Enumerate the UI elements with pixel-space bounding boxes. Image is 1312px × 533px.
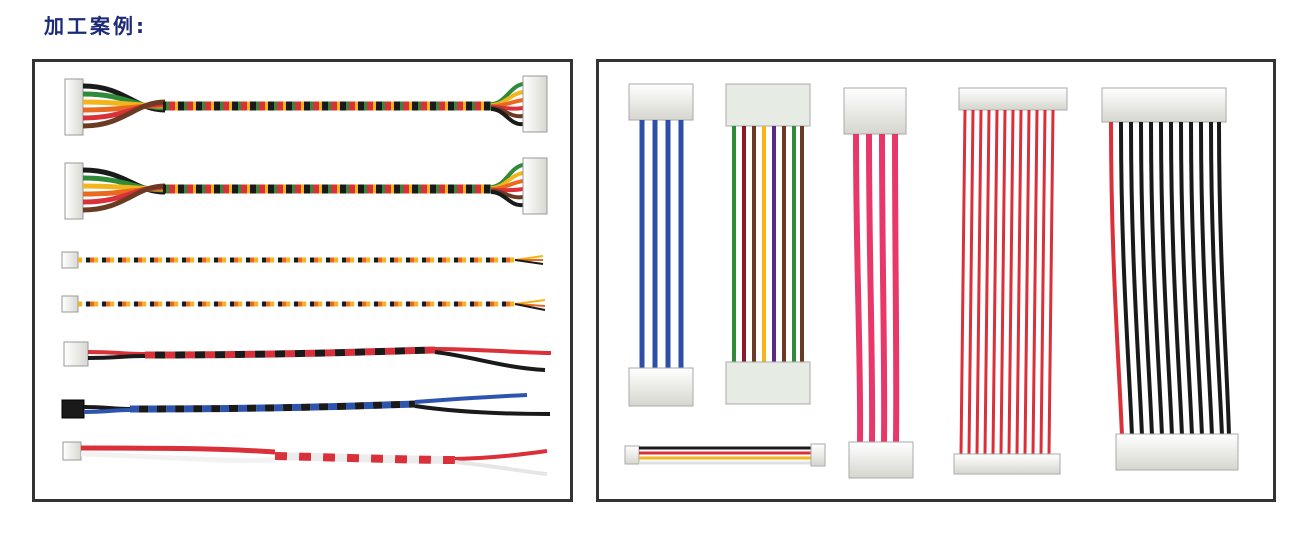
twisted-harness-photo (32, 59, 573, 502)
connector-top (628, 83, 694, 121)
connector-top (1101, 87, 1227, 123)
connector-left (64, 78, 84, 136)
connector-left (62, 441, 82, 461)
connector-bottom (848, 441, 914, 479)
connector-top (725, 83, 811, 127)
connector-bottom (725, 361, 811, 405)
connector-right (522, 75, 548, 133)
connector-left (64, 162, 84, 220)
ribbon-cable-illustration (624, 83, 1239, 479)
connector-left (61, 295, 79, 313)
connector-left (63, 341, 89, 367)
connector-bottom (1115, 433, 1239, 471)
harness-six-wire-2 (64, 157, 548, 220)
connector-bottom (953, 453, 1061, 475)
connector-top (843, 87, 907, 135)
harness-black-blue (61, 393, 551, 419)
connector-bottom (628, 367, 694, 407)
harness-red-black (63, 341, 552, 372)
cable-black-twelve-wire (1101, 87, 1239, 471)
harness-four-wire-2 (61, 295, 546, 313)
cable-multicolor-eight-wire (725, 83, 811, 405)
connector-left (624, 445, 640, 465)
connector-left (61, 399, 85, 419)
harness-four-wire-1 (61, 251, 544, 269)
connector-right (522, 157, 548, 215)
cable-pink-four-wire (843, 87, 914, 479)
cable-red-twelve-wire (953, 87, 1068, 475)
connector-left (61, 251, 79, 269)
connector-right (810, 443, 826, 467)
cable-small-four-wire (624, 443, 826, 467)
page-title: 加工案例: (44, 14, 147, 38)
ribbon-cable-photo (596, 59, 1276, 502)
connector-top (958, 87, 1068, 111)
cable-blue-four-wire (628, 83, 694, 407)
harness-red-white (62, 441, 548, 476)
harness-six-wire-1 (64, 75, 548, 136)
twisted-harness-illustration (61, 75, 552, 476)
